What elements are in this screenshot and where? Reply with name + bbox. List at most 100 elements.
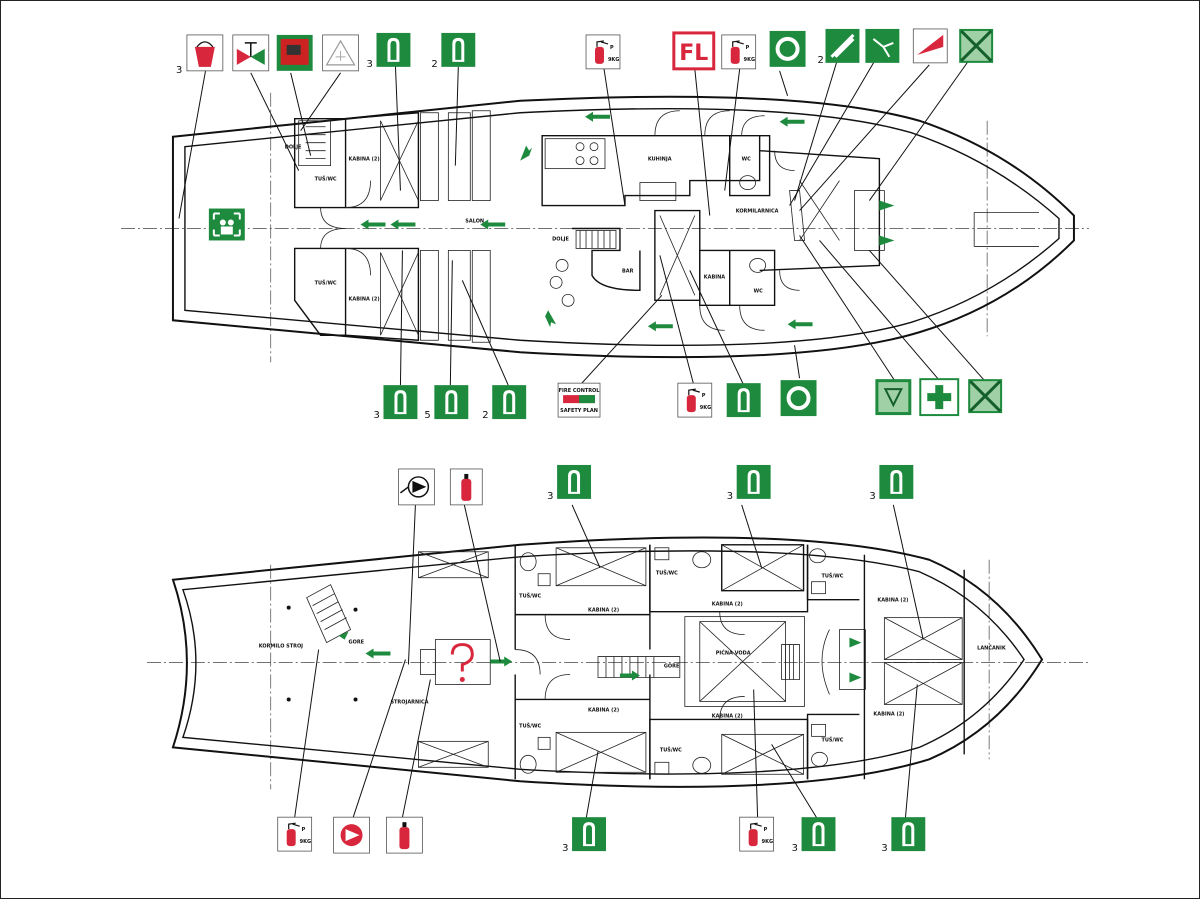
lower-bunk-5 — [883, 617, 963, 660]
upper-wc-top — [729, 135, 771, 197]
count-lj-lt2: 3 — [727, 491, 733, 502]
label-kabina-u2: KABINA (2) — [349, 296, 380, 302]
liferaft-icon — [957, 27, 995, 65]
lifejacket-icon — [736, 464, 771, 499]
upper-aft-bunks — [380, 120, 419, 336]
label-tus-l2: TUŠ/WC — [656, 570, 678, 577]
rocket-flare-icon — [825, 28, 860, 63]
lower-shower-block — [839, 629, 866, 690]
lower-leader-lines — [294, 504, 924, 820]
lower-markers — [286, 605, 358, 702]
label-kormilarnica: KORMILARNICA — [736, 209, 779, 215]
lower-fresh-water-tank — [684, 616, 805, 707]
lower-stair-fwd — [781, 644, 800, 680]
count-lj-b1: 3 — [374, 410, 380, 421]
upper-helm — [789, 190, 805, 241]
lifejacket-icon — [572, 817, 606, 852]
count-lj-lb3: 3 — [881, 843, 887, 854]
bowsprit — [973, 212, 1040, 247]
count-lj-top-mid: 2 — [431, 59, 437, 70]
count-flares: 2 — [818, 55, 824, 66]
flash-light-icon: FL — [672, 31, 716, 71]
label-wc-u1: WC — [742, 157, 751, 163]
upper-sofa-3 — [471, 110, 491, 201]
svg-text:9KG: 9KG — [762, 839, 773, 845]
sprinkler-icon — [322, 34, 359, 72]
lower-aft-cabins — [515, 544, 651, 780]
label-salon: SALON — [465, 219, 484, 225]
lifejacket-icon — [801, 817, 836, 852]
label-kabina-l4: KABINA (2) — [712, 713, 743, 719]
fire-control-plan-icon: FIRE CONTROL SAFETY PLAN — [557, 382, 601, 418]
svg-text:FIRE CONTROL: FIRE CONTROL — [559, 388, 601, 394]
lifebuoy-icon — [778, 378, 819, 419]
lower-tank-1 — [418, 551, 489, 579]
upper-sofa-5 — [447, 250, 471, 341]
svg-text:9KG: 9KG — [608, 57, 619, 63]
fire-extinguisher-icon — [721, 34, 757, 70]
upper-sofa-2 — [447, 112, 471, 201]
label-gore-1: GORE — [349, 640, 365, 646]
fire-pump-icon — [333, 816, 370, 854]
fire-pump-icon — [398, 468, 435, 506]
upper-stair-down — [575, 230, 617, 249]
lower-deck: KORMILO STROJ STROJARNICA GORE GORE PIĆN… — [147, 464, 1089, 854]
count-bucket: 3 — [176, 65, 182, 76]
lifebuoy-icon — [767, 28, 808, 69]
upper-sofa-1 — [420, 112, 439, 201]
svg-text:P: P — [764, 827, 768, 833]
upper-sink — [639, 182, 677, 201]
upper-aft-cabins — [345, 111, 420, 341]
label-tus-u2: TUŠ/WC — [315, 279, 337, 286]
lower-bunk-1 — [555, 547, 647, 587]
count-lj-b3: 2 — [482, 410, 488, 421]
hand-flare-icon — [865, 28, 900, 63]
lower-escape-arrows — [338, 631, 862, 683]
svg-text:FL: FL — [679, 41, 708, 66]
label-wc-u2: WC — [754, 288, 763, 294]
upper-deck: KABINA (2) KABINA (2) SALON KUHINJA WC K… — [121, 27, 1089, 421]
lower-fwd-wc — [806, 544, 866, 780]
label-kabina-l6: KABINA (2) — [873, 711, 904, 717]
lower-bunk-3 — [721, 544, 805, 592]
fire-extinguisher-icon — [585, 34, 621, 70]
label-kabina-l1: KABINA (2) — [588, 608, 619, 614]
label-kabina-l2: KABINA (2) — [588, 707, 619, 713]
svg-text:SAFETY PLAN: SAFETY PLAN — [560, 408, 598, 414]
fire-bucket-icon — [186, 34, 224, 72]
label-kormilo-stroj: KORMILO STROJ — [259, 644, 303, 650]
upper-escape-arrows — [360, 111, 895, 332]
label-kabina-l5: KABINA (2) — [877, 598, 908, 604]
upper-wc-bottom — [699, 249, 776, 307]
lifejacket-icon — [726, 383, 761, 418]
count-lj-lt3: 3 — [869, 491, 875, 502]
count-lj-b2: 5 — [424, 410, 430, 421]
label-lancanik: LANČANIK — [977, 645, 1006, 652]
upper-aft-wc-blocks — [293, 118, 347, 336]
label-tus-l4: TUŠ/WC — [519, 722, 541, 729]
upper-sofa-4 — [420, 250, 439, 341]
label-picna-voda: PIĆNA VODA — [716, 650, 751, 657]
count-lj-lb2: 3 — [792, 843, 798, 854]
upper-chart-table — [799, 180, 840, 241]
upper-top-icons: 3 3 2 P 9KG — [176, 27, 995, 76]
svg-text:9KG: 9KG — [744, 57, 755, 63]
upper-cabin-door-arcs — [345, 180, 371, 276]
count-lj-lt1: 3 — [547, 491, 553, 502]
lower-tank-2 — [418, 740, 489, 768]
lifejacket-icon — [891, 817, 926, 852]
lifejacket-icon — [383, 385, 418, 420]
label-kabina-u1: KABINA (2) — [349, 157, 380, 163]
svg-text:9KG: 9KG — [300, 839, 311, 845]
upper-bar-counter — [572, 227, 641, 292]
eyewash-icon — [875, 379, 912, 416]
co2-cylinder-icon — [386, 816, 423, 854]
label-kuhinja: KUHINJA — [648, 157, 672, 163]
fire-pump-panel-icon — [276, 34, 313, 71]
lower-stair-up — [597, 656, 681, 678]
label-strojarnica: STROJARNICA — [390, 699, 428, 705]
smoke-signal-icon — [912, 28, 948, 64]
label-tus-l6: TUŠ/WC — [822, 736, 844, 743]
